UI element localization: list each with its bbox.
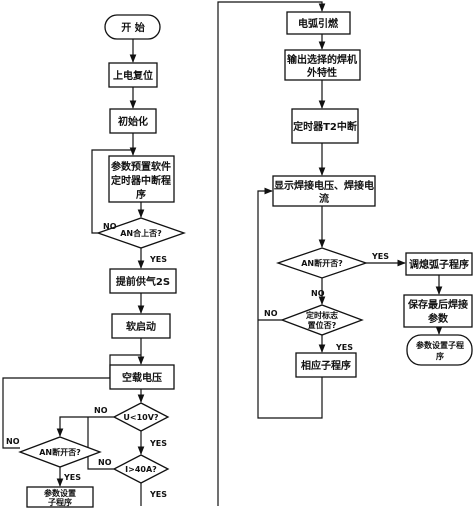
an-open-left-label: AN断开否? [39, 447, 81, 457]
an-open-left-yes-label: YES [63, 473, 81, 482]
output-char-label-2: 外特性 [306, 66, 337, 79]
start-label: 开 始 [121, 21, 144, 34]
response-sub-label: 相应子程序 [301, 359, 351, 372]
edge-response-loop [257, 187, 323, 419]
edge-an-closed-no-loop [91, 149, 133, 234]
an-right-yes-label: YES [371, 252, 389, 261]
arc-ignite-label: 电弧引燃 [298, 17, 339, 30]
an-closed-label: AN合上否? [120, 228, 162, 238]
no-load-box [109, 364, 175, 390]
flag-check-decision [280, 304, 364, 336]
param-sub-right-label-2: 序 [436, 351, 444, 361]
no-load-label: 空载电压 [122, 371, 162, 384]
edge-left-return [2, 354, 141, 449]
param-sub-label-2: 子程序 [48, 497, 72, 507]
preset-box [108, 155, 175, 203]
timer-int-box [291, 108, 359, 144]
power-reset-box [108, 62, 158, 88]
flag-no-label: NO [264, 309, 278, 318]
edge-i-no [87, 417, 114, 470]
an-closed-no-label: NO [103, 222, 117, 231]
an-open-right-label: AN断开否? [301, 258, 343, 268]
flag-yes-label: YES [335, 343, 353, 352]
soft-start-box [111, 313, 171, 339]
output-char-box [284, 49, 361, 81]
edge-connector [217, 1, 326, 506]
preset-label-1: 参数预置软件 [111, 160, 171, 173]
preset-label-2: 定时器中断程 [111, 174, 171, 187]
display-label-2: 流 [319, 192, 329, 205]
crater-sub-label: 调熄弧子程序 [409, 258, 469, 271]
save-params-box [403, 294, 473, 328]
flag-check-label-1: 定时标志 [305, 310, 338, 320]
i-yes-label: YES [149, 490, 167, 499]
an-open-left-no-label: NO [6, 437, 20, 446]
save-params-label-2: 参数 [428, 312, 449, 325]
param-sub-right-label-1: 参数设置子程 [415, 340, 464, 350]
param-sub-box [26, 486, 94, 508]
display-box [272, 175, 376, 207]
preset-label-3: 序 [136, 188, 146, 201]
an-closed-yes-label: YES [149, 255, 167, 264]
edge-u-no [56, 416, 114, 437]
arc-ignite-box [286, 11, 351, 35]
pre-gas-label: 提前供气2S [116, 275, 170, 288]
output-char-label-1: 输出选择的焊机 [287, 53, 357, 66]
display-label-1: 显示焊接电压、焊接电 [274, 179, 374, 192]
soft-start-label: 软启动 [126, 320, 156, 333]
u-no-label: NO [94, 406, 108, 415]
param-sub-label-1: 参数设置 [43, 488, 76, 498]
pre-gas-box [109, 268, 177, 294]
power-reset-label: 上电复位 [113, 69, 153, 82]
i-no-label: NO [98, 458, 112, 467]
param-sub-right-box [406, 334, 473, 366]
i-check-label: I>40A? [125, 465, 157, 474]
an-right-no-label: NO [311, 289, 325, 298]
u-check-label: U<10V? [123, 413, 159, 422]
init-label: 初始化 [118, 115, 148, 128]
response-sub-box [295, 352, 357, 378]
timer-int-label: 定时器T2中断 [293, 120, 357, 133]
u-yes-label: YES [149, 439, 167, 448]
flag-check-label-2: 置位否? [308, 320, 337, 330]
save-params-label-1: 保存最后焊接 [407, 298, 468, 311]
